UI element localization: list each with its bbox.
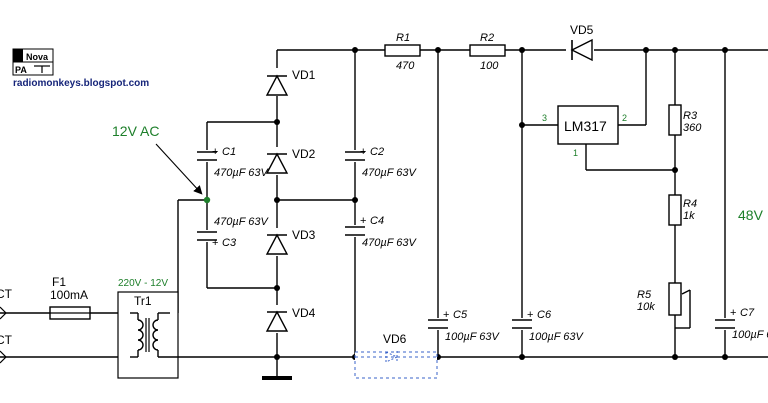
logo-line1: Nova xyxy=(26,52,49,62)
c5-plus: + xyxy=(443,309,449,321)
r3-ref: R3 xyxy=(683,110,698,122)
r1-value: 470 xyxy=(396,60,415,72)
c6-plus: + xyxy=(527,309,533,321)
capacitor-c2: + C2 470µF 63V xyxy=(343,146,418,179)
pin1-label: 1 xyxy=(573,148,578,158)
transformer-rating: 220V - 12V xyxy=(118,278,168,289)
regulator-lm317: LM317 3 2 1 xyxy=(542,105,627,158)
regulator-label: LM317 xyxy=(564,118,607,134)
c1-value: 470µF 63V xyxy=(214,167,270,179)
vd6-label: VD6 xyxy=(383,332,407,346)
c7-value: 100µF 63V xyxy=(732,329,768,341)
diode-vd4: VD4 xyxy=(265,305,316,333)
fuse-f1: F1 100mA xyxy=(49,275,91,320)
ct1-label: CT xyxy=(0,287,13,301)
c3-value: 470µF 63V xyxy=(214,216,270,228)
c3-ref: C3 xyxy=(222,237,237,249)
c2-ref: C2 xyxy=(370,146,384,158)
fuse-ref: F1 xyxy=(52,275,66,289)
ct-terminals: CT CT xyxy=(0,287,13,364)
fuse-value: 100mA xyxy=(50,288,88,302)
diode-vd6: VD6 xyxy=(354,332,438,379)
r2-value: 100 xyxy=(480,60,499,72)
capacitor-c7: + C7 100µF 63V xyxy=(713,307,768,341)
c7-ref: C7 xyxy=(740,307,755,319)
c2-plus: + xyxy=(360,146,366,158)
logo-line2: PA xyxy=(15,65,27,75)
capacitor-c6: + C6 100µF 63V xyxy=(510,309,585,343)
c1-ref: C1 xyxy=(222,146,236,158)
vd5-label: VD5 xyxy=(570,23,594,37)
diode-vd5: VD5 xyxy=(566,23,594,62)
wires xyxy=(0,49,768,380)
ct2-label: CT xyxy=(0,333,13,347)
c6-ref: C6 xyxy=(537,309,552,321)
vd3-label: VD3 xyxy=(292,228,316,242)
output-voltage-label: 48V xyxy=(738,207,764,223)
r4-value: 1k xyxy=(683,210,695,222)
c3-plus: + xyxy=(212,237,218,249)
junctions xyxy=(203,47,728,360)
c4-plus: + xyxy=(360,215,366,227)
ac-input-label: 12V AC xyxy=(112,123,203,195)
c7-plus: + xyxy=(730,307,736,319)
potentiometer-r5: R5 10k xyxy=(637,282,691,316)
resistor-r2: R2 100 xyxy=(469,32,506,72)
c2-value: 470µF 63V xyxy=(362,167,418,179)
r2-ref: R2 xyxy=(480,32,494,44)
diode-vd3: VD3 xyxy=(265,228,316,256)
c4-value: 470µF 63V xyxy=(362,237,418,249)
vd2-label: VD2 xyxy=(292,147,316,161)
pin3-label: 3 xyxy=(542,113,547,123)
c5-ref: C5 xyxy=(453,309,468,321)
r4-ref: R4 xyxy=(683,198,697,210)
c1-plus: + xyxy=(212,146,218,158)
nova-logo: Nova PA xyxy=(12,48,54,76)
pin2-label: 2 xyxy=(622,113,627,123)
resistor-r4: R4 1k xyxy=(668,194,697,226)
diode-vd2: VD2 xyxy=(265,147,316,175)
capacitor-c4: + C4 470µF 63V xyxy=(343,215,418,249)
ac-label: 12V AC xyxy=(112,123,159,139)
r1-ref: R1 xyxy=(396,32,410,44)
capacitor-c1: + C1 470µF 63V xyxy=(195,146,270,179)
diode-vd1: VD1 xyxy=(265,68,316,96)
transformer-tr1: 220V - 12V Tr1 xyxy=(117,278,179,379)
c6-value: 100µF 63V xyxy=(529,331,585,343)
resistor-r1: R1 470 xyxy=(384,32,421,72)
c4-ref: C4 xyxy=(370,215,384,227)
transformer-ref: Tr1 xyxy=(134,294,152,308)
vd1-label: VD1 xyxy=(292,68,316,82)
vd4-label: VD4 xyxy=(292,306,316,320)
r5-value: 10k xyxy=(637,301,655,313)
site-url: radiomonkeys.blogspot.com xyxy=(13,78,149,89)
r5-ref: R5 xyxy=(637,289,652,301)
c5-value: 100µF 63V xyxy=(445,331,501,343)
capacitor-c5: + C5 100µF 63V xyxy=(426,309,501,343)
capacitor-c3: + C3 470µF 63V xyxy=(195,216,270,249)
resistor-r3: R3 360 xyxy=(668,104,702,136)
r3-value: 360 xyxy=(683,122,702,134)
